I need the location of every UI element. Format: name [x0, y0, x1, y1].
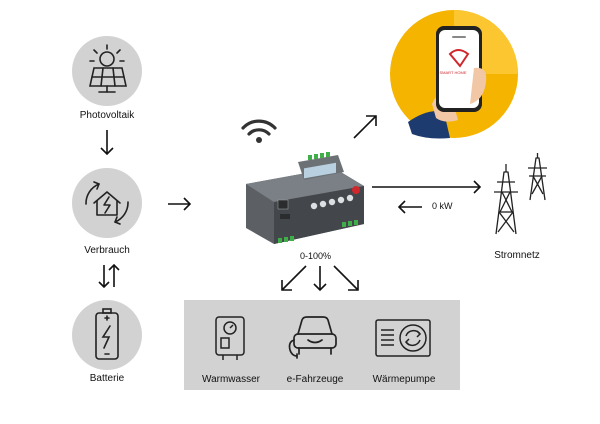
grid-label: Stromnetz [494, 250, 540, 261]
load-label-water: Warmwasser [202, 374, 260, 385]
app-brand-text: SMART HOME [439, 70, 467, 75]
heat-pump-icon [375, 319, 431, 357]
grid-power-value: 0 kW [432, 201, 453, 211]
water-heater-icon [215, 316, 245, 360]
arrow-left-from-grid [397, 200, 422, 214]
smartphone-app-illustration [390, 10, 518, 139]
pv-label: Photovoltaik [79, 110, 135, 121]
arrow-bidirectional-battery [98, 263, 120, 289]
house-energy-icon [85, 181, 129, 225]
consumption-label: Verbrauch [84, 245, 130, 256]
battery-label: Batterie [89, 373, 125, 384]
solar-panel-icon [89, 44, 127, 93]
battery-icon [95, 308, 119, 360]
arrow-right-to-grid [372, 180, 482, 194]
consumption-node [72, 168, 142, 238]
electric-car-icon [288, 316, 337, 359]
control-range-label: 0-100% [300, 251, 332, 261]
arrow-right-to-device [168, 197, 192, 211]
arrow-up-right-to-app [353, 115, 377, 139]
battery-node [72, 300, 142, 370]
arrow-down-pv [100, 130, 114, 156]
load-label-ev: e-Fahrzeuge [286, 374, 344, 385]
load-label-heatpump: Wärmepumpe [372, 374, 436, 385]
energy-manager-device [246, 152, 364, 244]
pv-node [72, 36, 142, 106]
power-pylon-icon [494, 153, 547, 235]
wifi-icon [241, 119, 277, 143]
arrows-to-loads [281, 265, 359, 292]
